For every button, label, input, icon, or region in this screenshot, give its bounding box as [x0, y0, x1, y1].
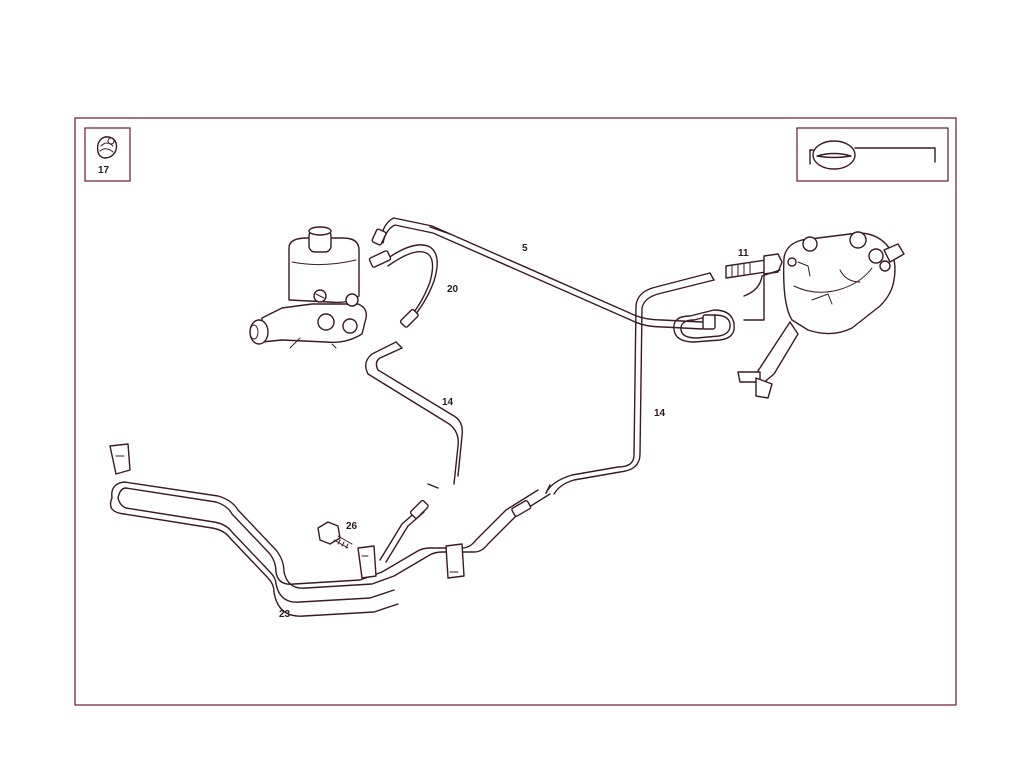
callout-23: 23: [279, 609, 291, 620]
return-hose-14-right[interactable]: [545, 272, 715, 495]
bolt-26[interactable]: [317, 521, 353, 549]
callout-17: 17: [98, 165, 110, 176]
callout-11: 11: [738, 248, 749, 259]
callout-5: 5: [522, 243, 528, 254]
return-hose-14-left[interactable]: [365, 341, 464, 489]
callout-14-right: 14: [654, 408, 666, 419]
hose-clamp-legend[interactable]: 17: [84, 127, 131, 182]
callout-20: 20: [447, 284, 459, 295]
diagram-frame: [74, 117, 957, 706]
callout-14-left: 14: [442, 397, 454, 408]
pressure-hose-20[interactable]: [368, 244, 438, 328]
banjo-bolt-11[interactable]: [725, 253, 783, 279]
pressure-line-5[interactable]: [371, 217, 735, 343]
return-line-23[interactable]: [109, 443, 551, 617]
vehicle-location-icon: [809, 140, 936, 170]
hose-clamp-icon: [96, 136, 118, 159]
vehicle-location-legend[interactable]: [796, 127, 949, 182]
callout-26: 26: [346, 521, 358, 532]
steering-pump[interactable]: [249, 226, 368, 349]
steering-gearbox[interactable]: [737, 231, 905, 399]
